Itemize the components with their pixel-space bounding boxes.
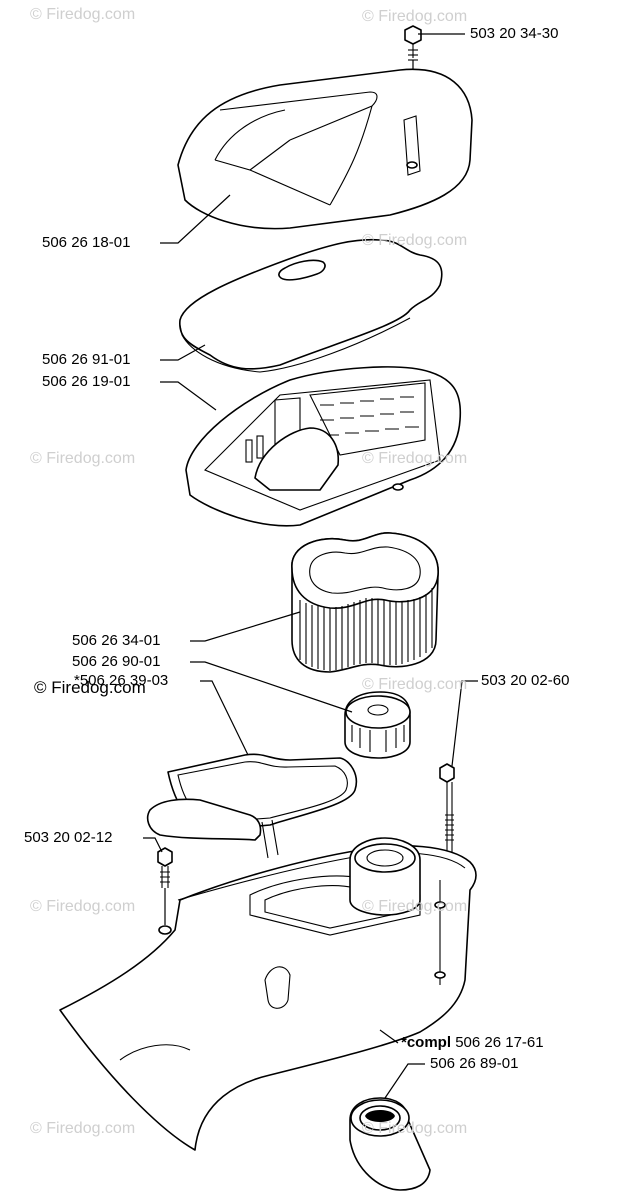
label-air-filter: 506 26 34-01 bbox=[72, 632, 161, 649]
air-filter-base[interactable] bbox=[59, 837, 477, 1151]
label-gasket: *506 26 39-03 bbox=[74, 672, 169, 689]
watermark-8: © Firedog.com bbox=[362, 898, 468, 915]
label-base: *compl 506 26 17-61 bbox=[401, 1035, 544, 1051]
leader-lines bbox=[143, 33, 478, 1099]
watermark-7: © Firedog.com bbox=[30, 898, 136, 915]
watermark-2: © Firedog.com bbox=[362, 8, 468, 25]
grommet[interactable] bbox=[349, 1097, 431, 1191]
watermark-dark: © Firedog.com bbox=[34, 678, 146, 697]
label-filter-holder: 506 26 19-01 bbox=[42, 373, 131, 390]
filter-holder[interactable] bbox=[185, 366, 462, 527]
label-cover: 506 26 18-01 bbox=[42, 234, 131, 251]
pre-filter[interactable] bbox=[179, 238, 443, 373]
air-filter-cover[interactable] bbox=[177, 68, 473, 230]
watermark-1: © Firedog.com bbox=[30, 6, 136, 23]
watermark-3: © Firedog.com bbox=[362, 232, 468, 249]
air-filter-pleats bbox=[299, 588, 433, 671]
watermark-10: © Firedog.com bbox=[362, 1120, 468, 1137]
watermark-9: © Firedog.com bbox=[30, 1120, 136, 1137]
short-screw-left[interactable] bbox=[157, 847, 173, 925]
filter-holder-grid bbox=[320, 396, 419, 436]
watermark-6: © Firedog.com bbox=[362, 676, 468, 693]
label-base-number: 506 26 17-61 bbox=[455, 1034, 544, 1051]
gasket[interactable] bbox=[146, 753, 358, 859]
label-base-prefix: *compl bbox=[401, 1034, 452, 1051]
watermark-4: © Firedog.com bbox=[30, 450, 136, 467]
label-pre-filter: 506 26 91-01 bbox=[42, 351, 131, 368]
label-grommet: 506 26 89-01 bbox=[430, 1055, 519, 1072]
label-knob: 506 26 90-01 bbox=[72, 653, 161, 670]
label-screw-left: 503 20 02-12 bbox=[24, 829, 113, 846]
label-screw-top: 503 20 34-30 bbox=[470, 25, 559, 42]
watermark-5: © Firedog.com bbox=[362, 450, 468, 467]
air-filter[interactable] bbox=[291, 532, 439, 673]
label-screw-right: 503 20 02-60 bbox=[481, 672, 570, 689]
filter-knob[interactable] bbox=[344, 691, 411, 759]
